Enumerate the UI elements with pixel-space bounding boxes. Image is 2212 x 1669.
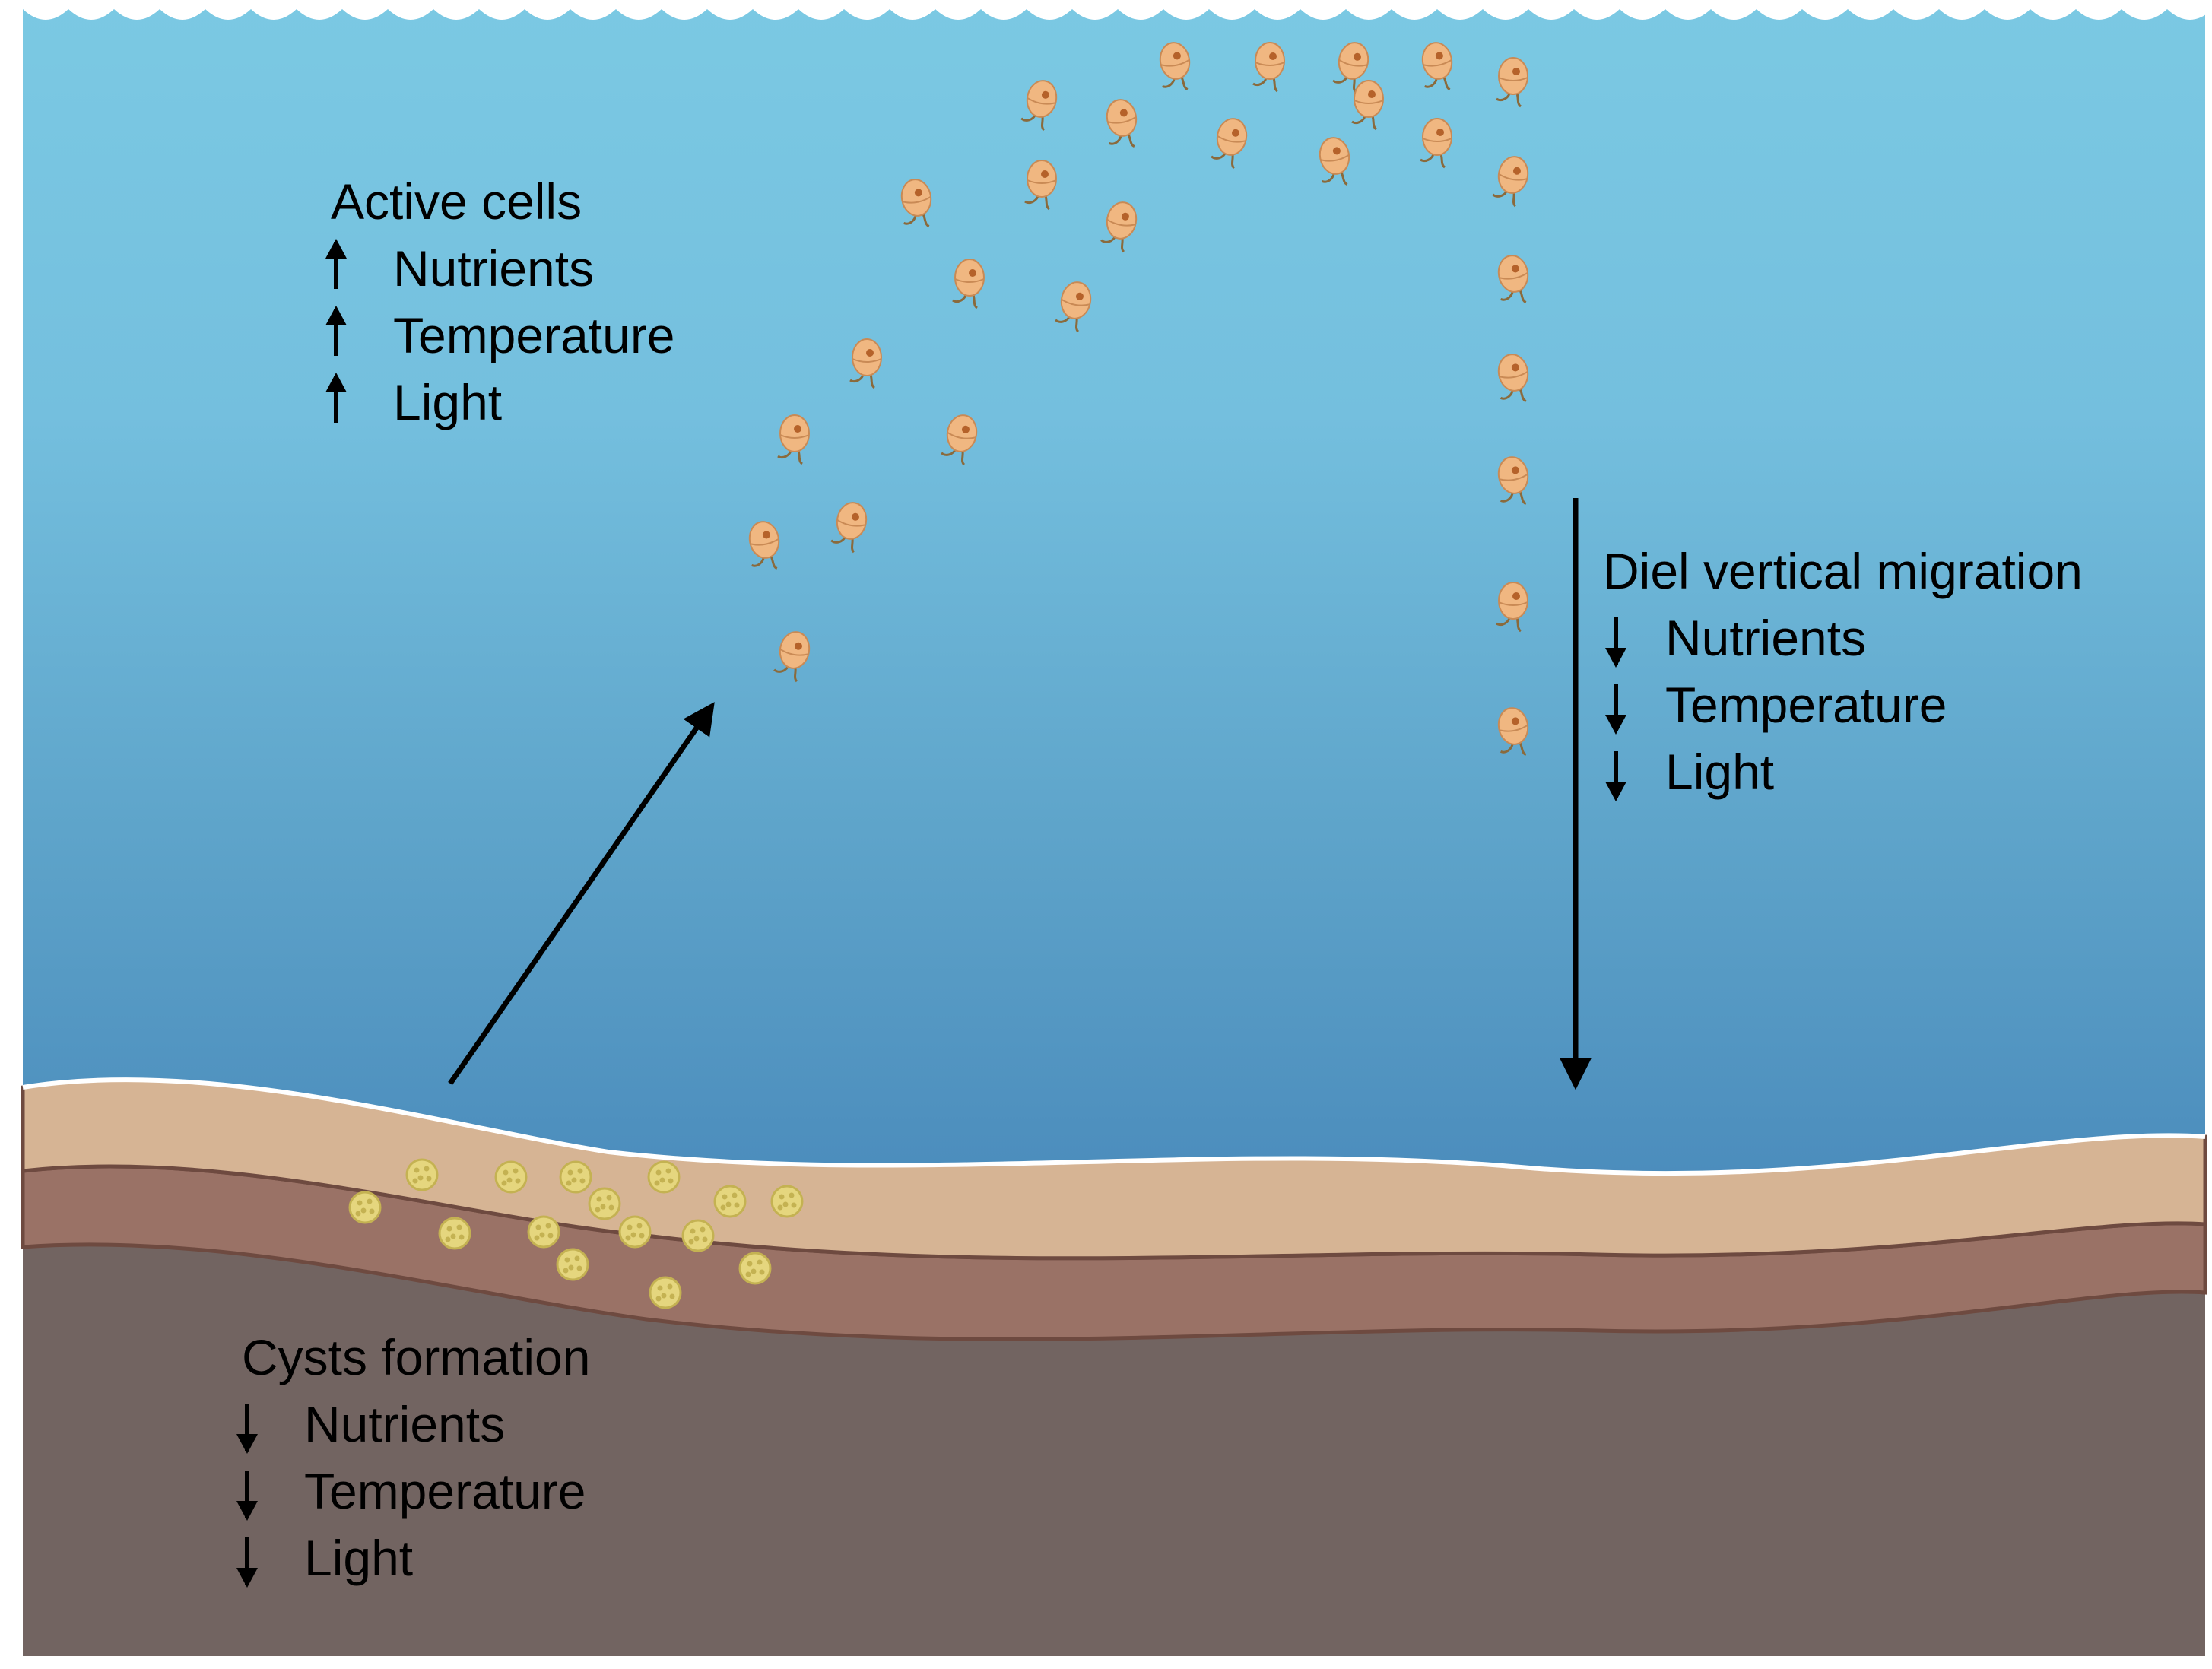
dinoflagellate-cell-icon [1492,156,1529,208]
cyst-icon [713,1185,747,1218]
trend-arrows-group [236,239,1626,1588]
cysts-formation-light: Light [304,1530,414,1586]
dinoflagellate-cell-icon [1319,137,1350,186]
cysts-formation-nutrients: Nutrients [304,1396,506,1452]
cyst-icon [405,1158,439,1191]
cysts-formation-title: Cysts formation [242,1329,591,1385]
up-arrow-icon [325,373,347,423]
active-cells-title: Active cells [331,173,582,230]
sediment-surface-highlight [22,1077,2206,1176]
down-arrow-icon [236,1471,258,1521]
dinoflagellate-cell-icon [830,502,868,554]
active-cells-nutrients: Nutrients [393,240,595,297]
cyst-icon [647,1160,681,1194]
dinoflagellate-cell-icon [1497,354,1529,403]
diel-migration-title: Diel vertical migration [1603,543,2083,599]
cyst-icon [527,1215,560,1249]
down-arrow-icon [1605,617,1626,668]
down-arrow-icon [236,1404,258,1454]
dinoflagellate-cell-icon [1100,201,1138,253]
cyst-icon [588,1187,621,1220]
down-arrow-icon [236,1537,258,1588]
cyst-icon [770,1185,804,1218]
cysts-group [348,1158,804,1309]
active-cells-light: Light [393,374,503,430]
cyst-icon [438,1217,471,1250]
diel-migration-light: Light [1665,744,1775,800]
dinoflagellate-cell-icon [1211,118,1248,170]
dinoflagellate-cell-icon [773,631,811,683]
dinoflagellate-cell-icon [849,338,882,389]
image-border [0,1656,2212,1669]
dinoflagellate-cell-icon [941,414,978,466]
down-arrow-icon [1605,684,1626,735]
active-cells-temperature: Temperature [393,307,675,363]
sediment-deep-layer [23,1244,2205,1658]
active-cells-group [748,42,1529,757]
dinoflagellate-cell-icon [1496,582,1528,633]
cyst-icon [348,1191,382,1224]
cysts-formation-temperature: Temperature [304,1463,586,1519]
dinoflagellate-cell-icon [1496,57,1528,108]
dinoflagellate-cell-icon [1252,42,1285,93]
down-arrow-icon [1605,751,1626,801]
dinoflagellate-cell-icon [1351,80,1384,131]
cyst-icon [559,1160,592,1194]
up-arrow-icon [325,239,347,289]
diel-migration-nutrients: Nutrients [1665,610,1867,666]
excystment-arrow [448,702,715,1085]
cyst-icon [649,1276,682,1309]
dinoflagellate-cell-icon [1106,99,1138,148]
dinoflagellate-cell-icon [1497,255,1529,304]
dinoflagellate-cell-icon [1421,42,1453,91]
dinoflagellate-cell-icon [952,259,985,309]
cyst-icon [681,1219,715,1252]
water-column [23,0,2205,1186]
cyst-icon [738,1252,772,1285]
water-surface [0,0,2212,20]
dinoflagellate-cell-icon [1024,160,1057,211]
dinoflagellate-cell-icon [748,521,780,570]
cyst-icon [556,1248,589,1281]
dinoflagellate-cell-icon [900,179,932,228]
dinoflagellate-cell-icon [1420,118,1452,169]
up-arrow-icon [325,306,347,356]
dinoflagellate-cell-icon [1020,80,1058,132]
cyst-icon [618,1215,652,1249]
dinoflagellate-cell-icon [1159,42,1191,91]
dinoflagellate-cell-icon [1497,707,1529,757]
dinoflagellate-cell-icon [1497,456,1529,506]
cyst-icon [494,1160,528,1194]
dinoflagellate-cell-icon [1332,42,1369,94]
dinoflagellate-cell-icon [1055,281,1092,333]
diel-migration-temperature: Temperature [1665,677,1947,733]
dinoflagellate-cell-icon [777,414,810,465]
